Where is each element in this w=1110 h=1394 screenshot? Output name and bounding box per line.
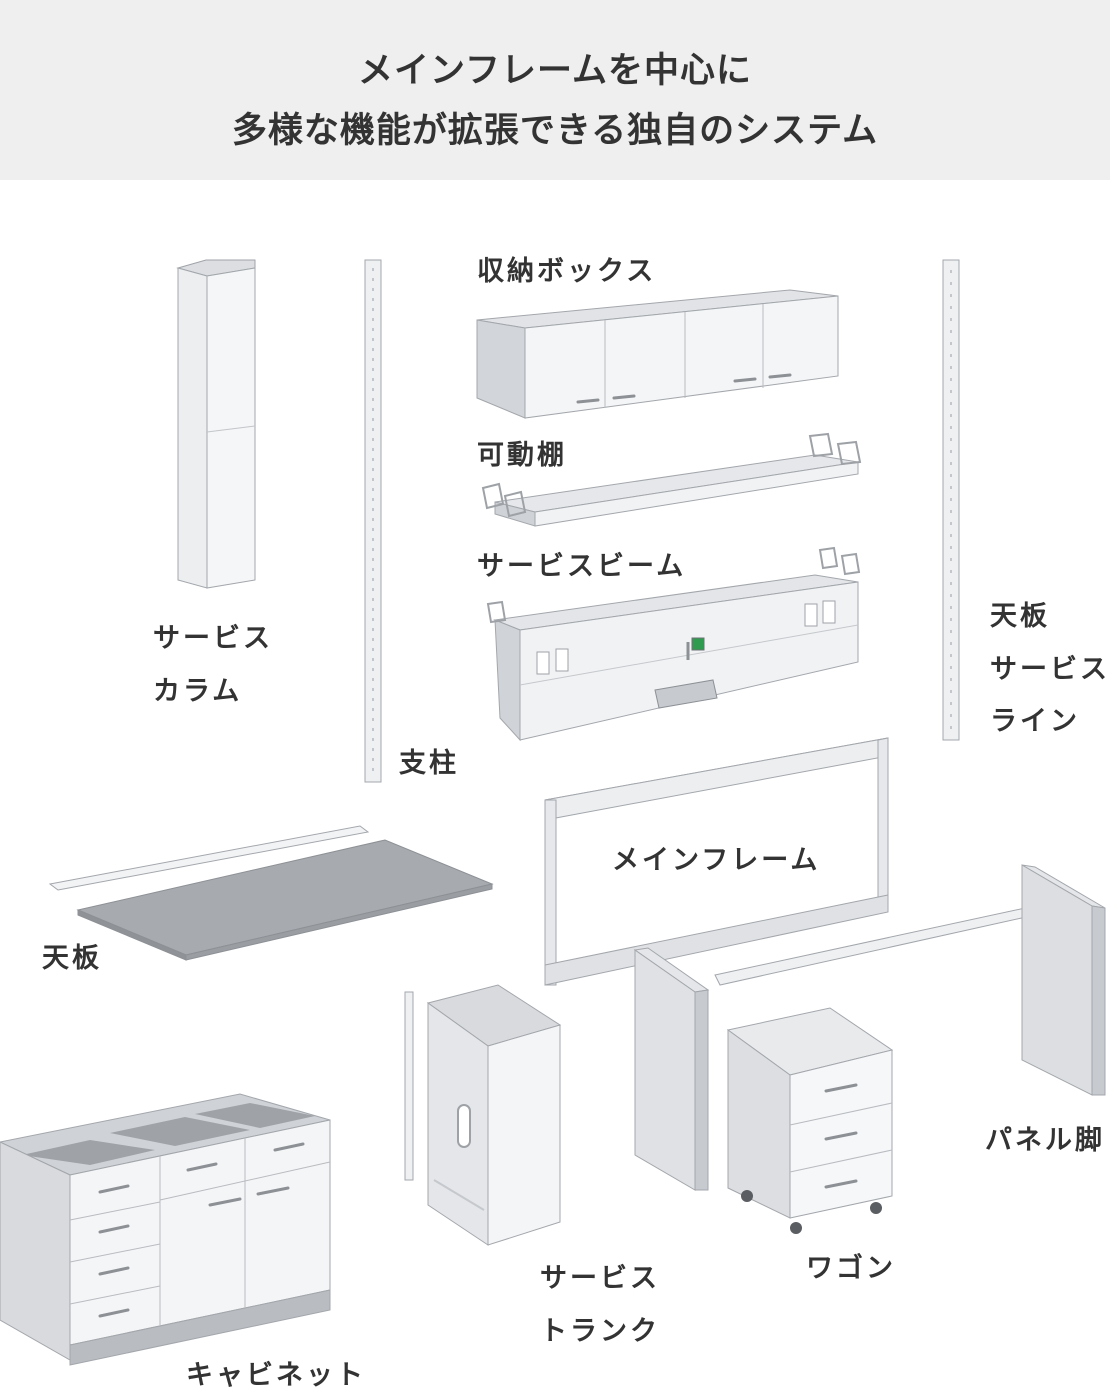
label-wagon: ワゴン xyxy=(806,1255,896,1282)
post xyxy=(365,260,381,782)
label-service-trunk-line-1: サービス xyxy=(540,1265,660,1292)
label-top-service-line-1: 天板 xyxy=(990,603,1050,630)
label-service-column-line-2: カラム xyxy=(153,678,242,705)
label-main-frame: メインフレーム xyxy=(612,847,820,874)
tabletop xyxy=(50,826,492,960)
label-post: 支柱 xyxy=(399,750,459,777)
label-panel-leg: パネル脚 xyxy=(985,1127,1105,1154)
storage-box xyxy=(477,290,838,418)
cabinet xyxy=(0,1094,330,1365)
label-top-service-line-3: ライン xyxy=(990,708,1080,735)
service-trunk xyxy=(428,985,560,1245)
label-cabinet: キャビネット xyxy=(186,1362,366,1389)
label-movable-shelf: 可動棚 xyxy=(477,442,567,469)
label-top-service-line-2: サービス xyxy=(990,656,1110,683)
side-panel xyxy=(405,992,413,1180)
label-service-column-line-1: サービス xyxy=(153,625,273,652)
label-storage-box: 収納ボックス xyxy=(477,258,656,285)
wagon xyxy=(728,1008,892,1234)
label-service-trunk-line-2: トランク xyxy=(540,1318,660,1345)
service-column xyxy=(178,260,255,588)
top-service-line xyxy=(943,260,959,740)
label-tabletop: 天板 xyxy=(42,945,102,972)
label-service-beam: サービスビーム xyxy=(477,553,686,580)
